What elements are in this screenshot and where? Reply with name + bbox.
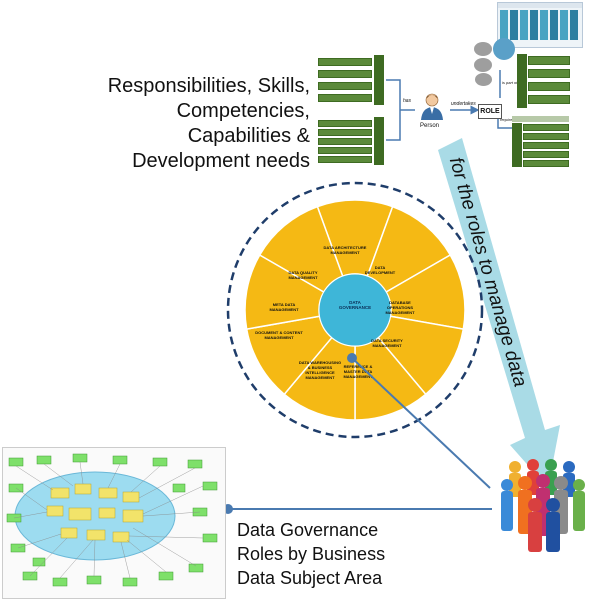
skills-line-4: Development needs <box>132 150 310 172</box>
is-part-of-label: is part of a <box>502 80 521 85</box>
wedge-label-reference: REFERENCE & MASTER DATA MANAGEMENT <box>343 364 373 379</box>
skill-panel-item <box>318 94 372 102</box>
people-group-icon <box>501 459 585 552</box>
undertakes-label: undertakes <box>451 101 476 107</box>
skills-line-3: Capabilities & <box>187 125 310 147</box>
skill-panel-item <box>318 147 372 154</box>
center-line-2: GOVERNANCE <box>338 305 372 310</box>
skill-panel-item <box>318 82 372 90</box>
person-icon <box>418 92 446 120</box>
caption-block: Data Governance Roles by Business Data S… <box>237 518 437 590</box>
skill-panel-item <box>318 156 372 163</box>
caption-line-2: Roles by Business <box>237 544 386 564</box>
wedge-label-security: DATA SECURITY MANAGEMENT <box>371 338 403 348</box>
skill-panel-item <box>318 70 372 78</box>
skill-panel-side <box>374 117 384 165</box>
role-group-bubble <box>474 58 492 72</box>
skill-panel-item <box>318 129 372 136</box>
caption-line-1: Data Governance <box>237 520 379 540</box>
wheel-connector-dot <box>347 353 357 363</box>
requires-label: requires <box>500 117 515 122</box>
center-line-1: DATA <box>349 300 361 305</box>
person-label: Person <box>420 123 440 129</box>
skill-panel-side <box>374 55 384 105</box>
skill-panel-item <box>318 120 372 127</box>
skills-text-block: Responsibilities, Skills, Competencies, … <box>96 74 310 174</box>
wheel-to-people-line <box>351 357 491 489</box>
skills-line-2: Competencies, <box>176 100 310 122</box>
caption-line-3: Data Subject Area <box>237 568 383 588</box>
has-label: has <box>403 98 412 104</box>
role-box: ROLE <box>478 104 502 119</box>
arrow-shape <box>438 138 560 488</box>
wedge-label-database: DATABASE OPERATIONS MANAGEMENT <box>385 300 415 315</box>
skills-line-1: Responsibilities, Skills, <box>107 75 310 97</box>
role-group-bubble <box>475 73 492 86</box>
wedge-label-development: DATA DEVELOPMENT <box>364 265 396 275</box>
skill-panel-item <box>318 138 372 145</box>
requires-line <box>497 116 512 129</box>
wedge-label-architecture: DATA ARCHITECTURE MANAGEMENT <box>323 245 367 255</box>
wedge-label-metadata: META DATA MANAGEMENT <box>269 302 299 312</box>
wheel-dashed-ring <box>226 181 484 439</box>
governance-center-label: DATA GOVERNANCE <box>330 300 380 310</box>
wedge-label-document: DOCUMENT & CONTENT MANAGEMENT <box>255 330 303 340</box>
skill-panel-item <box>318 58 372 66</box>
role-group-bubble <box>474 42 492 56</box>
governance-center <box>318 273 392 347</box>
subject-area-diagram <box>2 447 226 599</box>
role-group-bubble <box>493 38 515 60</box>
wedge-label-quality: DATA QUALITY MANAGEMENT <box>288 270 318 280</box>
wedge-label-warehousing: DATA WAREHOUSING & BUSINESS INTELLIGENCE… <box>298 360 342 380</box>
